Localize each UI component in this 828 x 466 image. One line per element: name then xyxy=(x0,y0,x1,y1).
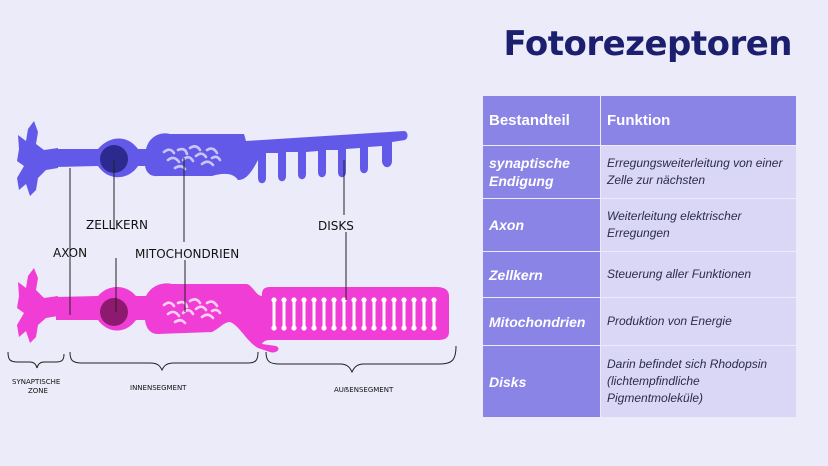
row-part: Disks xyxy=(482,345,601,418)
row-function: Steuerung aller Funktionen xyxy=(600,251,797,298)
disk-end xyxy=(291,297,297,303)
disk-end xyxy=(321,297,327,303)
disk-end xyxy=(371,325,377,331)
label-axon: AXON xyxy=(53,246,87,260)
disk-end xyxy=(401,325,407,331)
region-synaptic-line1: SYNAPTISCHE xyxy=(12,378,60,386)
disk-end xyxy=(271,325,277,331)
disk-end xyxy=(391,297,397,303)
disk-end xyxy=(321,325,327,331)
lower-cell xyxy=(17,268,449,353)
disk-end xyxy=(341,325,347,331)
disk-end xyxy=(431,325,437,331)
disk-end xyxy=(281,297,287,303)
disk-end xyxy=(361,297,367,303)
leader-lines xyxy=(69,158,347,315)
upper-cell xyxy=(17,121,408,196)
disk-end xyxy=(401,297,407,303)
disk-end xyxy=(351,297,357,303)
disk-end xyxy=(351,325,357,331)
row-function: Erregungsweiterleitung von einer Zelle z… xyxy=(600,145,797,199)
lower-mitochondria xyxy=(162,298,222,325)
disk-end xyxy=(331,297,337,303)
disk-end xyxy=(311,325,317,331)
region-inner-segment: INNENSEGMENT xyxy=(130,384,187,392)
upper-synaptic-ending xyxy=(17,121,58,196)
region-braces xyxy=(7,345,457,374)
table-row: Axon Weiterleitung elektrischer Erregung… xyxy=(482,198,797,252)
upper-nucleus xyxy=(100,145,128,173)
lower-nucleus xyxy=(100,298,128,326)
disk-end xyxy=(421,325,427,331)
row-part: synaptische Endigung xyxy=(482,145,601,199)
row-function: Weiterleitung elektrischer Erregungen xyxy=(600,198,797,252)
disk-end xyxy=(371,297,377,303)
table-row: Zellkern Steuerung aller Funktionen xyxy=(482,251,797,298)
function-table: Bestandteil Funktion synaptische Endigun… xyxy=(482,95,797,418)
table-row: synaptische Endigung Erregungsweiterleit… xyxy=(482,145,797,199)
region-synaptic-line2: ZONE xyxy=(28,387,48,395)
disk-end xyxy=(391,325,397,331)
row-part: Mitochondrien xyxy=(482,297,601,346)
row-part: Zellkern xyxy=(482,251,601,298)
disk-end xyxy=(381,325,387,331)
label-mitochondrien: MITOCHONDRIEN xyxy=(135,247,239,261)
table-header-row: Bestandteil Funktion xyxy=(482,95,797,146)
disk-end xyxy=(361,325,367,331)
disk-end xyxy=(271,297,277,303)
row-part: Axon xyxy=(482,198,601,252)
table-row: Mitochondrien Produktion von Energie xyxy=(482,297,797,346)
disk-end xyxy=(421,297,427,303)
disk-end xyxy=(331,325,337,331)
header-funktion: Funktion xyxy=(600,95,797,146)
page-title: Fotorezeptoren xyxy=(503,24,793,64)
disk-end xyxy=(411,297,417,303)
disk-end xyxy=(381,297,387,303)
lower-synaptic-ending xyxy=(17,268,58,343)
disk-end xyxy=(301,297,307,303)
photoreceptor-diagram: ZELLKERN AXON MITOCHONDRIEN DISKS SYNAPT… xyxy=(7,121,457,395)
disk-end xyxy=(341,297,347,303)
lower-disks xyxy=(271,297,437,331)
label-zellkern: ZELLKERN xyxy=(86,218,148,232)
disk-end xyxy=(291,325,297,331)
lower-cell-body xyxy=(56,283,449,353)
upper-cell-body xyxy=(56,131,408,184)
row-function: Darin befindet sich Rhodopsin (lichtempf… xyxy=(600,345,797,418)
label-disks: DISKS xyxy=(318,219,354,233)
disk-end xyxy=(311,297,317,303)
disk-end xyxy=(301,325,307,331)
disk-end xyxy=(411,325,417,331)
row-function: Produktion von Energie xyxy=(600,297,797,346)
disk-end xyxy=(281,325,287,331)
region-outer-segment: AUẞENSEGMENT xyxy=(334,386,394,394)
table-row: Disks Darin befindet sich Rhodopsin (lic… xyxy=(482,345,797,418)
header-bestandteil: Bestandteil xyxy=(482,95,601,146)
disk-end xyxy=(431,297,437,303)
